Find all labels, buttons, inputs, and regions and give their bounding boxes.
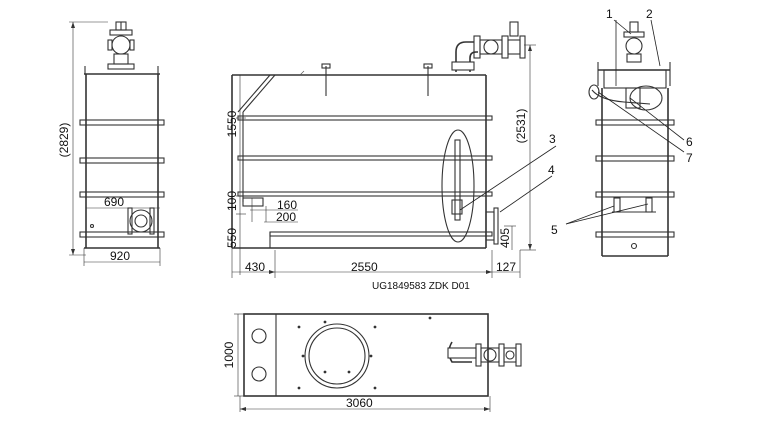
left-side-view: (2829) 690 920 <box>57 21 165 266</box>
dim-550: 550 <box>225 228 239 248</box>
dim-1550: 1550 <box>225 110 239 137</box>
dim-100: 100 <box>225 191 239 211</box>
dim-430: 430 <box>245 260 265 274</box>
callout-4: 4 <box>548 163 555 177</box>
callout-5: 5 <box>551 223 558 237</box>
callout-7: 7 <box>686 151 693 165</box>
drawing-caption: UG1849583 ZDK D01 <box>372 281 470 292</box>
front-view: 1550 100 550 160 200 430 2550 127 (2531)… <box>225 21 536 292</box>
dim-690: 690 <box>104 195 124 209</box>
dim-200: 200 <box>276 210 296 224</box>
plan-view: 1000 3060 <box>222 313 522 412</box>
dim-127: 127 <box>496 260 516 274</box>
dim-3060: 3060 <box>346 396 373 410</box>
dim-1000: 1000 <box>222 341 236 368</box>
callout-6: 6 <box>686 135 693 149</box>
callouts: 1 2 3 4 5 6 7 <box>459 7 693 237</box>
dim-2531: (2531) <box>514 109 528 144</box>
right-side-view <box>588 21 675 257</box>
callout-1: 1 <box>606 7 613 21</box>
dim-160: 160 <box>277 198 297 212</box>
dim-2550: 2550 <box>351 260 378 274</box>
callout-2: 2 <box>646 7 653 21</box>
callout-3: 3 <box>549 132 556 146</box>
dim-405: 405 <box>498 228 512 248</box>
dim-2829: (2829) <box>57 123 71 158</box>
dim-920: 920 <box>110 249 130 263</box>
